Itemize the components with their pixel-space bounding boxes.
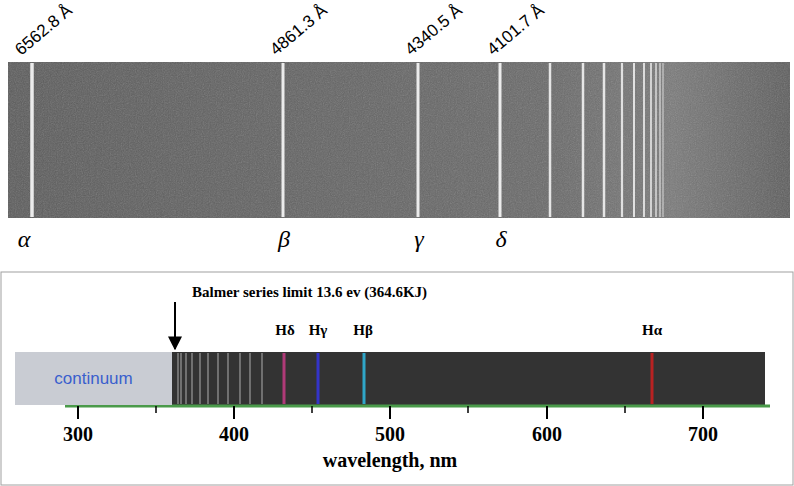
line-letter: α <box>18 226 31 254</box>
line-name: Hδ <box>275 322 294 339</box>
axis-tick <box>155 406 157 413</box>
emission-line <box>643 63 645 217</box>
axis-tick <box>389 406 391 419</box>
limit-arrow <box>174 302 176 349</box>
tick-label: 300 <box>63 423 93 446</box>
axis-tick <box>624 406 626 413</box>
wavelength-label: 4861.3 Å <box>266 1 331 60</box>
series-line <box>261 353 262 404</box>
band-label: continuum <box>54 369 132 389</box>
axis-tick <box>467 406 469 413</box>
axis-tick <box>233 406 235 419</box>
series-line <box>185 353 186 404</box>
line-name: Hβ <box>353 322 373 339</box>
emission-line <box>417 63 420 217</box>
axis-title: wavelength, nm <box>323 449 457 472</box>
wavelength-label: 4340.5 Å <box>401 1 466 60</box>
photo-grain <box>8 62 790 218</box>
line-letter: β <box>278 226 290 254</box>
line-name: Hγ <box>309 322 328 339</box>
balmer-line <box>363 353 366 404</box>
tick-label: 700 <box>688 423 718 446</box>
emission-line <box>30 63 34 217</box>
spectrum-bar <box>172 352 765 405</box>
emission-line <box>549 63 552 217</box>
axis-tick <box>546 406 548 419</box>
line-letter: δ <box>495 226 506 254</box>
series-line <box>227 353 228 404</box>
series-line <box>199 353 200 404</box>
tick-label: 500 <box>375 423 405 446</box>
continuum-band: continuum <box>15 352 172 405</box>
emission-line <box>499 63 502 217</box>
spectrum-photo <box>8 62 790 218</box>
emission-line <box>633 63 635 217</box>
series-line <box>207 353 208 404</box>
series-line <box>239 353 240 404</box>
tick-label: 600 <box>532 423 562 446</box>
emission-line <box>621 63 623 217</box>
balmer-line <box>283 353 286 404</box>
balmer-line <box>317 353 320 404</box>
line-letter: γ <box>414 226 423 254</box>
emission-line <box>282 63 285 217</box>
balmer-line <box>651 353 654 404</box>
axis-tick <box>77 406 79 419</box>
series-line <box>191 353 192 404</box>
emission-line <box>659 63 660 217</box>
emission-line <box>582 63 585 217</box>
panel-frame <box>1 272 793 485</box>
emission-line <box>655 63 657 217</box>
photo-ground <box>8 62 790 218</box>
tick-label: 400 <box>219 423 249 446</box>
emission-line <box>650 63 652 217</box>
series-line <box>249 353 250 404</box>
series-line <box>217 353 218 404</box>
wavelength-label: 6562.8 Å <box>11 1 76 60</box>
series-line <box>177 353 178 404</box>
emission-line <box>603 63 606 217</box>
wavelength-label: 4101.7 Å <box>483 1 548 60</box>
line-name: Hα <box>642 322 662 339</box>
axis-tick <box>311 406 313 413</box>
series-line <box>180 353 181 404</box>
axis-tick <box>702 406 704 419</box>
emission-line <box>662 63 663 217</box>
series-limit-note: Balmer series limit 13.6 ev (364.6KJ) <box>192 284 427 301</box>
